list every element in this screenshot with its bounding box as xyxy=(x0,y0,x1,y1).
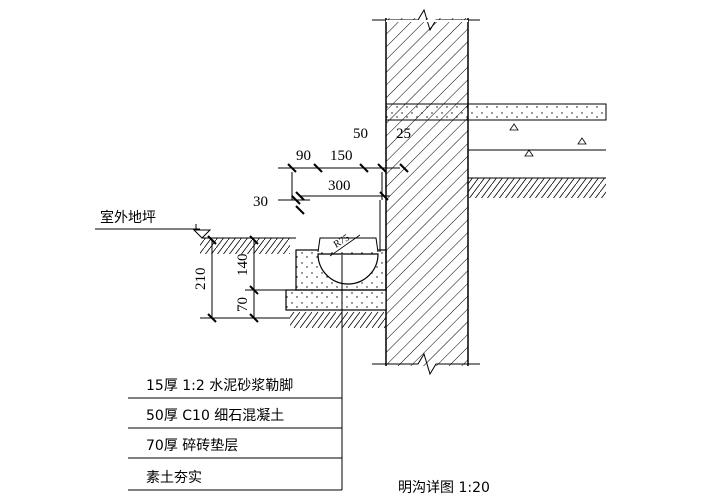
drawing-title: 明沟详图 1:20 xyxy=(398,480,490,496)
wall xyxy=(372,8,480,376)
dim-70: 70 xyxy=(235,297,251,312)
dim-50: 50 xyxy=(353,126,368,142)
floor-slab xyxy=(385,103,607,198)
layer-4: 素土夯实 xyxy=(146,470,202,486)
dim-210: 210 xyxy=(193,268,209,291)
outdoor-ground xyxy=(95,224,296,254)
dim-90: 90 xyxy=(296,148,311,164)
layer-3: 70厚 碎砖垫层 xyxy=(146,438,238,454)
ground-label: 室外地坪 xyxy=(100,209,156,226)
dim-300: 300 xyxy=(328,178,351,194)
dim-140: 140 xyxy=(235,254,251,277)
layer-callout xyxy=(128,255,343,491)
dim-25: 25 xyxy=(396,126,411,142)
dim-30: 30 xyxy=(253,194,268,210)
dimension-lines xyxy=(200,163,409,323)
drain-body xyxy=(285,200,387,328)
layer-1: 15厚 1:2 水泥砂浆勒脚 xyxy=(146,378,293,394)
dim-150: 150 xyxy=(330,148,353,164)
layer-2: 50厚 C10 细石混凝土 xyxy=(146,408,284,424)
